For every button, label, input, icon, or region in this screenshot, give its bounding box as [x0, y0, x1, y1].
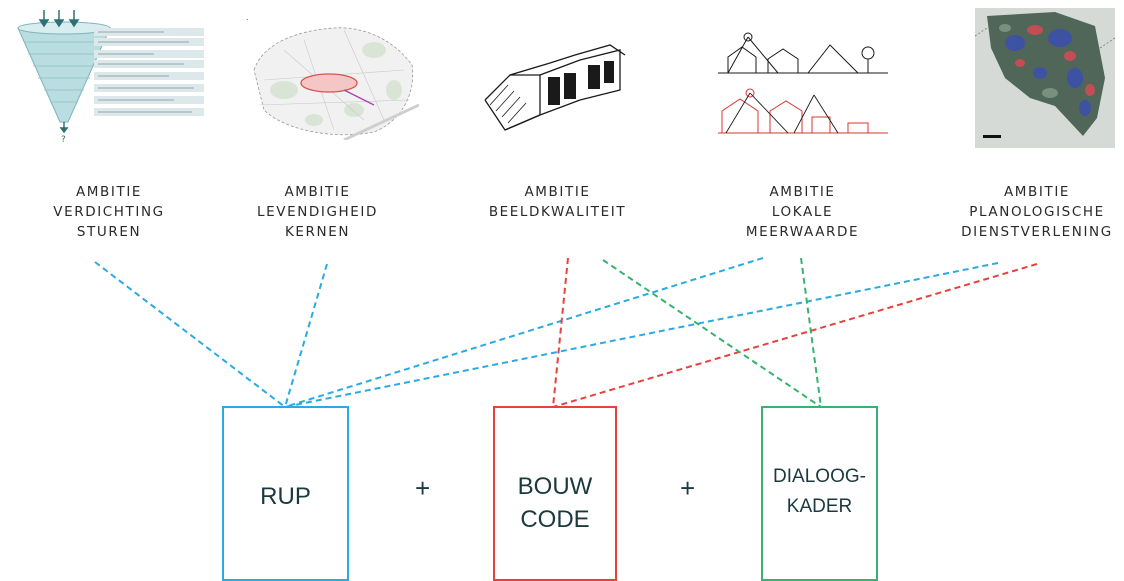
connection-dienstverlening-rup	[284, 262, 999, 408]
connection-lines	[94, 257, 1038, 408]
instrument-box-dialoogkader: DIALOOG-KADER	[761, 406, 878, 581]
plus-operator-2: +	[680, 473, 696, 503]
town-map-illustration: .	[246, 13, 419, 140]
instrument-box-rup: RUP	[222, 406, 349, 581]
connection-beeldkwaliteit-dialoogkader	[602, 259, 822, 408]
plus-operator-1: +	[415, 473, 431, 503]
section-sketch-illustration	[718, 32, 888, 134]
connection-meerwaarde-dialoogkader	[800, 257, 822, 408]
connection-verdichting-rup	[94, 261, 286, 408]
building-sketch-illustration	[484, 44, 626, 131]
municipality-map-illustration	[975, 8, 1115, 148]
instrument-label-dialoogkader: DIALOOG-KADER	[773, 466, 866, 517]
connection-dienstverlening-bouwcode	[552, 263, 1038, 408]
svg-text:.: .	[246, 13, 249, 22]
connection-beeldkwaliteit-bouwcode	[552, 257, 569, 408]
connection-meerwaarde-rup	[284, 257, 764, 408]
connection-levendigheid-rup	[284, 263, 328, 408]
instrument-label-rup: RUP	[260, 483, 311, 510]
svg-text:?: ?	[61, 135, 66, 145]
funnel-illustration: ?	[17, 10, 204, 145]
